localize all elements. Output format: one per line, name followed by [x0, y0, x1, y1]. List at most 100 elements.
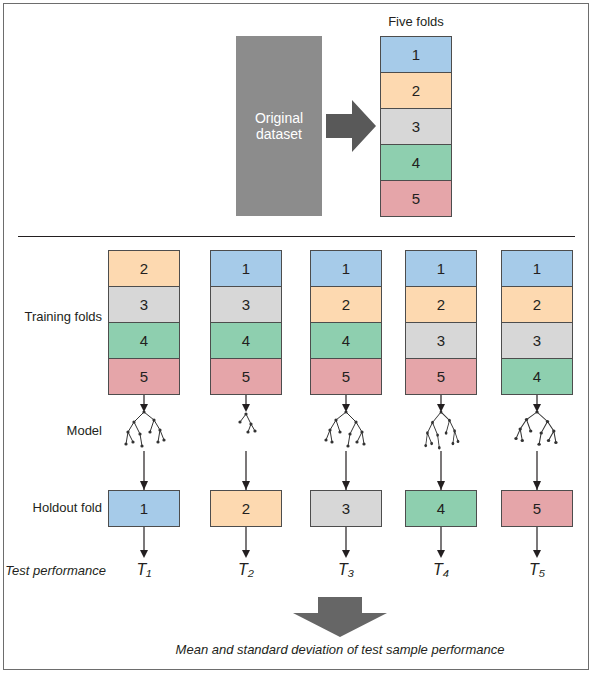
box-text: 1: [140, 500, 148, 517]
box-text: 5: [412, 190, 420, 207]
fold-stack: Five folds12345: [380, 36, 452, 217]
fold-box: 1: [380, 36, 452, 73]
model-arrowheads: [140, 404, 541, 412]
holdout-fold-box: 5: [501, 490, 573, 527]
box-text: 2: [437, 296, 445, 313]
flow-arrow: [143, 395, 144, 490]
result-arrowheads: [140, 550, 541, 558]
box-text: 5: [140, 368, 148, 385]
box-text: 5: [533, 500, 541, 517]
box-text: 2: [533, 296, 541, 313]
model-tree: [424, 410, 459, 449]
box-text: 2: [342, 296, 350, 313]
box-text: 4: [533, 368, 541, 385]
holdout-fold-box: 4: [405, 490, 477, 527]
training-fold-box: 5: [210, 358, 282, 395]
outer-frame: [4, 4, 589, 670]
arrowhead: [140, 550, 148, 558]
training-fold-box: 2: [405, 286, 477, 323]
arrowhead: [242, 404, 250, 412]
box-text: 5: [437, 368, 445, 385]
arrowhead: [342, 550, 350, 558]
row-label: Holdout fold: [4, 500, 102, 515]
arrowhead: [140, 404, 148, 412]
holdout-fold-box: 1: [108, 490, 180, 527]
training-fold-box: 4: [310, 322, 382, 359]
holdout-fold-box: 3: [310, 490, 382, 527]
box-text: 3: [437, 332, 445, 349]
training-fold-box: 2: [501, 286, 573, 323]
training-fold-box: 1: [405, 250, 477, 287]
test-score: T₄: [411, 561, 471, 579]
training-fold-box: 3: [405, 322, 477, 359]
flow-arrow: [345, 395, 346, 490]
box-text: 1: [533, 260, 541, 277]
box-text: 4: [412, 154, 420, 171]
model-tree: [324, 410, 365, 447]
box-text: 1: [412, 46, 420, 63]
summary-caption: Mean and standard deviation of test samp…: [90, 642, 590, 657]
row-label: Model: [4, 423, 102, 438]
box-text: 3: [242, 296, 250, 313]
training-fold-box: 2: [108, 250, 180, 287]
training-fold-box: 1: [310, 250, 382, 287]
model-tree: [124, 410, 165, 447]
model-tree: [514, 410, 557, 445]
row-label: Test performance: [4, 563, 106, 578]
flow-arrow: [440, 395, 441, 490]
training-fold-box: 3: [210, 286, 282, 323]
arrowhead: [242, 550, 250, 558]
fold-box: 3: [380, 108, 452, 145]
box-text: 1: [437, 260, 445, 277]
training-fold-box: 2: [310, 286, 382, 323]
training-fold-box: 3: [501, 322, 573, 359]
flow-arrow: [245, 395, 246, 490]
arrowhead: [437, 550, 445, 558]
box-text: 3: [412, 118, 420, 135]
leader-line: [143, 527, 144, 552]
box-text: 2: [140, 260, 148, 277]
arrowhead: [533, 404, 541, 412]
dataset-box: Original dataset: [236, 36, 322, 216]
leader-line: [345, 527, 346, 552]
leader-line: [536, 527, 537, 552]
block-arrow: [326, 100, 376, 152]
result-leaders: [144, 527, 537, 552]
test-score: T₅: [507, 561, 567, 579]
box-text: Original dataset: [244, 110, 314, 142]
fold-box: 5: [380, 180, 452, 217]
training-fold-box: 4: [108, 322, 180, 359]
training-fold-box: 4: [501, 358, 573, 395]
leader-line: [245, 527, 246, 552]
box-text: 3: [533, 332, 541, 349]
box-text: 3: [140, 296, 148, 313]
box-text: 4: [437, 500, 445, 517]
box-text: 1: [242, 260, 250, 277]
row-label: Training folds: [4, 309, 102, 324]
box-text: 5: [242, 368, 250, 385]
flow-arrow: [536, 395, 537, 490]
training-fold-box: 5: [108, 358, 180, 395]
holdout-fold-box: 2: [210, 490, 282, 527]
model-tree: [238, 412, 256, 433]
box-text: 4: [140, 332, 148, 349]
training-fold-box: 4: [210, 322, 282, 359]
fold-box: 4: [380, 144, 452, 181]
box-text: 3: [342, 500, 350, 517]
box-text: 5: [342, 368, 350, 385]
training-fold-box: 5: [310, 358, 382, 395]
training-fold-box: 1: [501, 250, 573, 287]
training-fold-box: 3: [108, 286, 180, 323]
test-score: T₂: [216, 561, 276, 579]
box-text: 4: [242, 332, 250, 349]
arrowhead: [342, 404, 350, 412]
box-text: 2: [242, 500, 250, 517]
stack-heading: Five folds: [360, 15, 472, 30]
box-text: 2: [412, 82, 420, 99]
training-fold-box: 5: [405, 358, 477, 395]
leader-line: [440, 527, 441, 552]
separator-line: [18, 236, 575, 237]
test-score: T₃: [316, 561, 376, 579]
